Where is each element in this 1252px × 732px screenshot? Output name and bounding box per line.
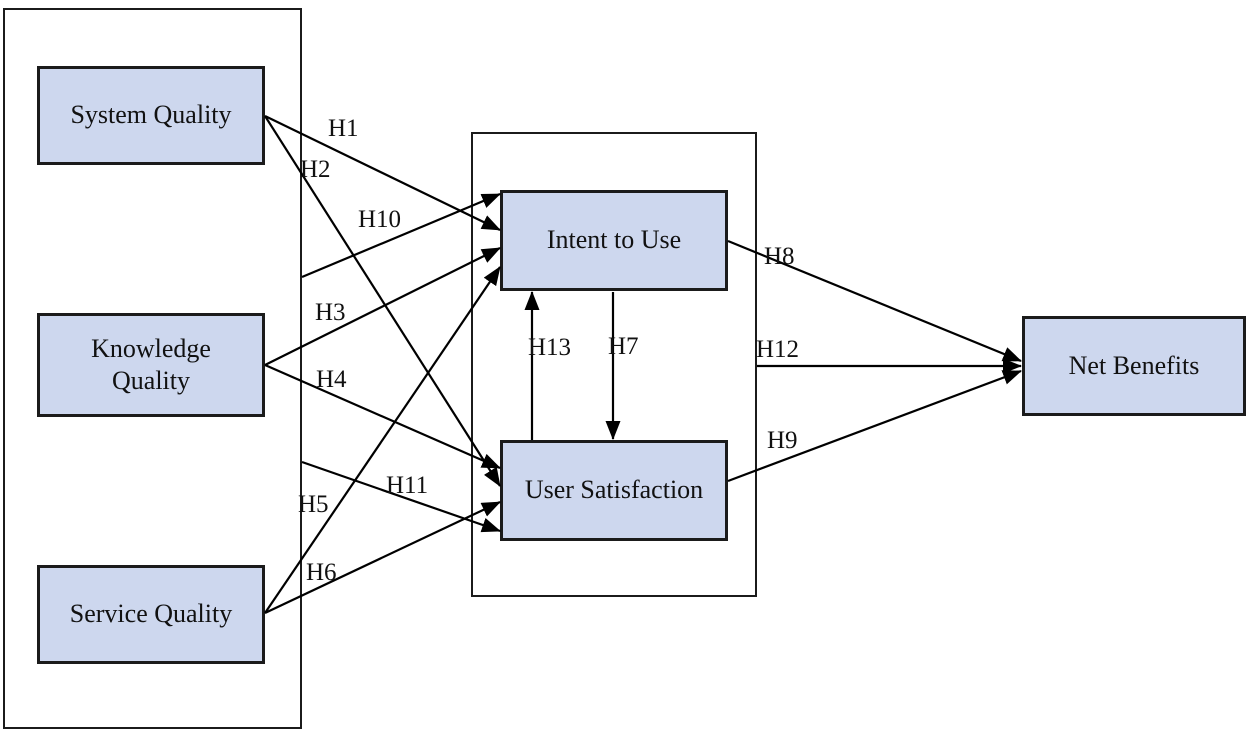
node-service-quality: Service Quality [37, 565, 265, 664]
edge-label-h3: H3 [315, 299, 346, 326]
edge-label-h9: H9 [767, 427, 798, 454]
node-system-quality: System Quality [37, 66, 265, 165]
edge-label-h1: H1 [328, 115, 359, 142]
node-user-satisfaction: User Satisfaction [500, 440, 728, 541]
edge-label-h12: H12 [756, 336, 800, 363]
edge-label-h5: H5 [298, 491, 329, 518]
edge-label-h6: H6 [306, 559, 337, 586]
edge-label-h13: H13 [528, 334, 572, 361]
edge-label-h2: H2 [300, 156, 331, 183]
edge-label-h8: H8 [764, 243, 795, 270]
node-knowledge-quality: Knowledge Quality [37, 313, 265, 417]
edge-label-h10: H10 [358, 206, 402, 233]
edge-label-h4: H4 [316, 366, 347, 393]
arrow-h9 [727, 369, 1022, 483]
node-net-benefits: Net Benefits [1022, 316, 1246, 416]
node-intent-to-use: Intent to Use [500, 190, 728, 291]
edge-label-h7: H7 [608, 333, 639, 360]
edge-label-h11: H11 [386, 472, 429, 499]
